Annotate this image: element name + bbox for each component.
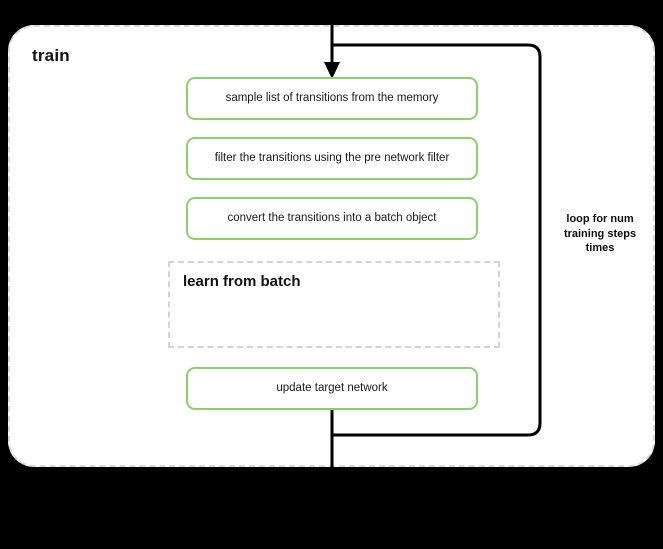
node-label: update target network	[276, 381, 388, 394]
loop-caption-line-1: loop for num	[566, 213, 634, 225]
node-label: filter the transitions using the pre net…	[214, 151, 450, 164]
loop-caption: loop for num training steps times	[548, 212, 652, 256]
page-title: train	[32, 46, 70, 65]
node-filter-transitions[interactable]: filter the transitions using the pre net…	[186, 137, 478, 180]
node-convert-to-batch[interactable]: convert the transitions into a batch obj…	[186, 197, 478, 240]
node-label: sample list of transitions from the memo…	[225, 91, 439, 104]
subflow-title: learn from batch	[183, 273, 301, 290]
loop-caption-line-2: training steps	[563, 227, 637, 240]
node-sample-transitions[interactable]: sample list of transitions from the memo…	[186, 77, 478, 120]
loop-caption-line-3: times	[585, 242, 615, 255]
node-label: convert the transitions into a batch obj…	[227, 211, 437, 224]
subflow-learn-from-batch[interactable]: learn from batch	[168, 261, 500, 348]
node-update-target-network[interactable]: update target network	[186, 367, 478, 410]
